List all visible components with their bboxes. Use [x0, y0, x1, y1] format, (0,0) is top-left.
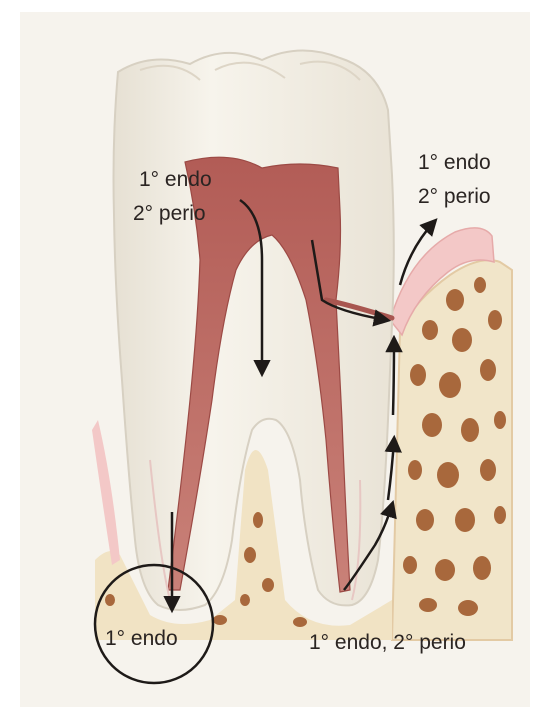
- label-right-primary-endo: 1° endo: [418, 150, 491, 176]
- label-combined-lesion: 1° endo, 2° perio: [309, 630, 466, 656]
- label-right-secondary-perio: 2° perio: [418, 184, 491, 210]
- arrow-upper-ascending: [393, 340, 394, 415]
- label-apex-primary-endo: 1° endo: [105, 626, 178, 652]
- label-crown-secondary-perio: 2° perio: [133, 201, 206, 227]
- label-crown-primary-endo: 1° endo: [139, 167, 212, 193]
